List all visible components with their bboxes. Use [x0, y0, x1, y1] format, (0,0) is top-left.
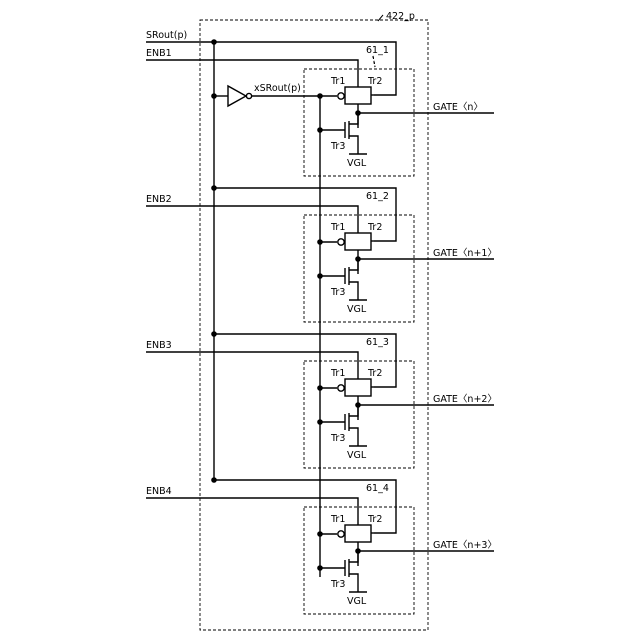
- stage-3-vgl-label: VGL: [347, 450, 367, 461]
- stage-2-enable-label: ENB2: [146, 194, 172, 205]
- stage-2-tr3-source: [349, 282, 358, 300]
- stage-3-transmission-gate: [345, 379, 371, 396]
- stage-1-enable-label: ENB1: [146, 48, 172, 59]
- stage-4-tr3-source: [349, 574, 358, 592]
- stage-3-ref-label: 61_3: [366, 337, 389, 348]
- stage-2-xsrout-junction: [317, 239, 323, 245]
- stage-4-ref-label: 61_4: [366, 483, 389, 494]
- stage-2-gate-label: GATE〈n+1〉: [433, 248, 497, 259]
- stage-3-tr2-label: Tr2: [367, 368, 382, 379]
- stage-4-enable-line: [146, 498, 358, 525]
- inverter-output-label: xSRout(p): [254, 83, 301, 94]
- stage-2-tr3-gate-junction: [317, 273, 323, 279]
- inverter-icon: [228, 86, 252, 106]
- stage-4-ref-leader: [373, 56, 375, 67]
- stage-1-tr3-source: [349, 136, 358, 154]
- stage-4-tr1-bubble: [338, 531, 344, 537]
- stage-3-gate-label: GATE〈n+2〉: [433, 394, 497, 405]
- stage-1-gate-label: GATE〈n〉: [433, 102, 483, 113]
- stage-3-tr3-source: [349, 428, 358, 446]
- stage-4-vgl-label: VGL: [347, 596, 367, 607]
- stage-4-srout-junction: [211, 477, 217, 483]
- stage-1-tr1-label: Tr1: [330, 76, 345, 87]
- stage-2-vgl-label: VGL: [347, 304, 367, 315]
- stage-1-enable-line: [146, 60, 358, 87]
- stage-4-tr1-label: Tr1: [330, 514, 345, 525]
- stage-2-tr1-label: Tr1: [330, 222, 345, 233]
- stage-3-tr3-gate-junction: [317, 419, 323, 425]
- stage-2-tr1-bubble: [338, 239, 344, 245]
- stage-2-enable-line: [146, 206, 358, 233]
- stage-3-tr1-label: Tr1: [330, 368, 345, 379]
- stage-3-xsrout-junction: [317, 385, 323, 391]
- stage-1-tr2-label: Tr2: [367, 76, 382, 87]
- stage-4-tr3-label: Tr3: [330, 579, 345, 590]
- stages-group: 61_1ENB1Tr1Tr2GATE〈n〉Tr3VGL61_2ENB2Tr1Tr…: [146, 45, 497, 614]
- stage-4-enable-label: ENB4: [146, 486, 172, 497]
- srout-label: SRout(p): [146, 30, 187, 41]
- stage-2-transmission-gate: [345, 233, 371, 250]
- stage-4-transmission-gate: [345, 525, 371, 542]
- stage-2-tr3-label: Tr3: [330, 287, 345, 298]
- stage-4-tr3-gate-junction: [317, 565, 323, 571]
- stage-1-tr3-gate-junction: [317, 127, 323, 133]
- stage-3-tr1-bubble: [338, 385, 344, 391]
- stage-1-ref-label: 61_1: [366, 45, 389, 56]
- stage-1-vgl-label: VGL: [347, 158, 367, 169]
- stage-2-ref-label: 61_2: [366, 191, 389, 202]
- block-label: 422_p: [386, 11, 415, 22]
- stage-4-gate-label: GATE〈n+3〉: [433, 540, 497, 551]
- stage-1-tr1-bubble: [338, 93, 344, 99]
- stage-1-tr3-label: Tr3: [330, 141, 345, 152]
- stage-4-xsrout-junction: [317, 531, 323, 537]
- stage-4-tr2-label: Tr2: [367, 514, 382, 525]
- stage-1-transmission-gate: [345, 87, 371, 104]
- stage-3-tr3-label: Tr3: [330, 433, 345, 444]
- stage-3-srout-junction: [211, 331, 217, 337]
- inverter-input-junction: [211, 93, 217, 99]
- stage-3-enable-line: [146, 352, 358, 379]
- stage-2-srout-junction: [211, 185, 217, 191]
- block-422p-outline: [200, 20, 428, 630]
- stage-3-enable-label: ENB3: [146, 340, 172, 351]
- stage-2-tr2-label: Tr2: [367, 222, 382, 233]
